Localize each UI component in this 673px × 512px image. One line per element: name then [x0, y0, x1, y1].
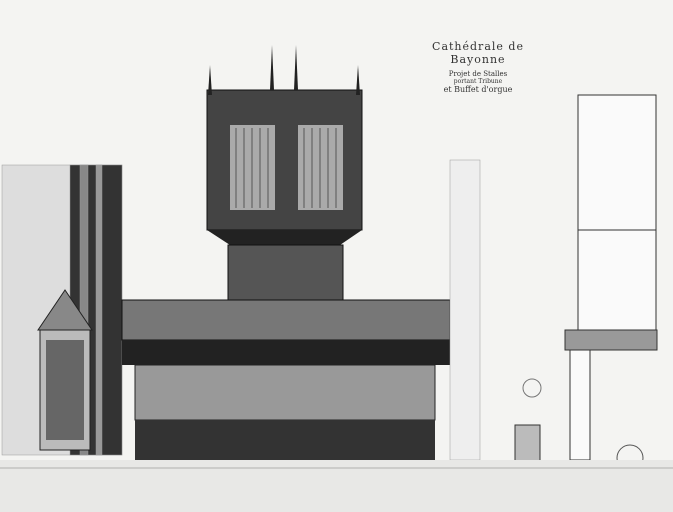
title-project: Projet de Stalles	[448, 70, 508, 78]
section-view	[514, 94, 658, 472]
title-block: Cathédrale de Bayonne Projet de Stalles …	[408, 40, 548, 94]
title-organ: et Buffet d'orgue	[443, 85, 513, 94]
pillar	[449, 159, 481, 461]
organ-case	[206, 45, 363, 301]
ground-line	[0, 460, 673, 512]
title-cathedral: Cathédrale de Bayonne	[432, 40, 524, 66]
title-tribune: portant Tribune	[453, 78, 503, 85]
tribune-stalls	[121, 299, 451, 478]
gothic-niche	[37, 289, 93, 451]
